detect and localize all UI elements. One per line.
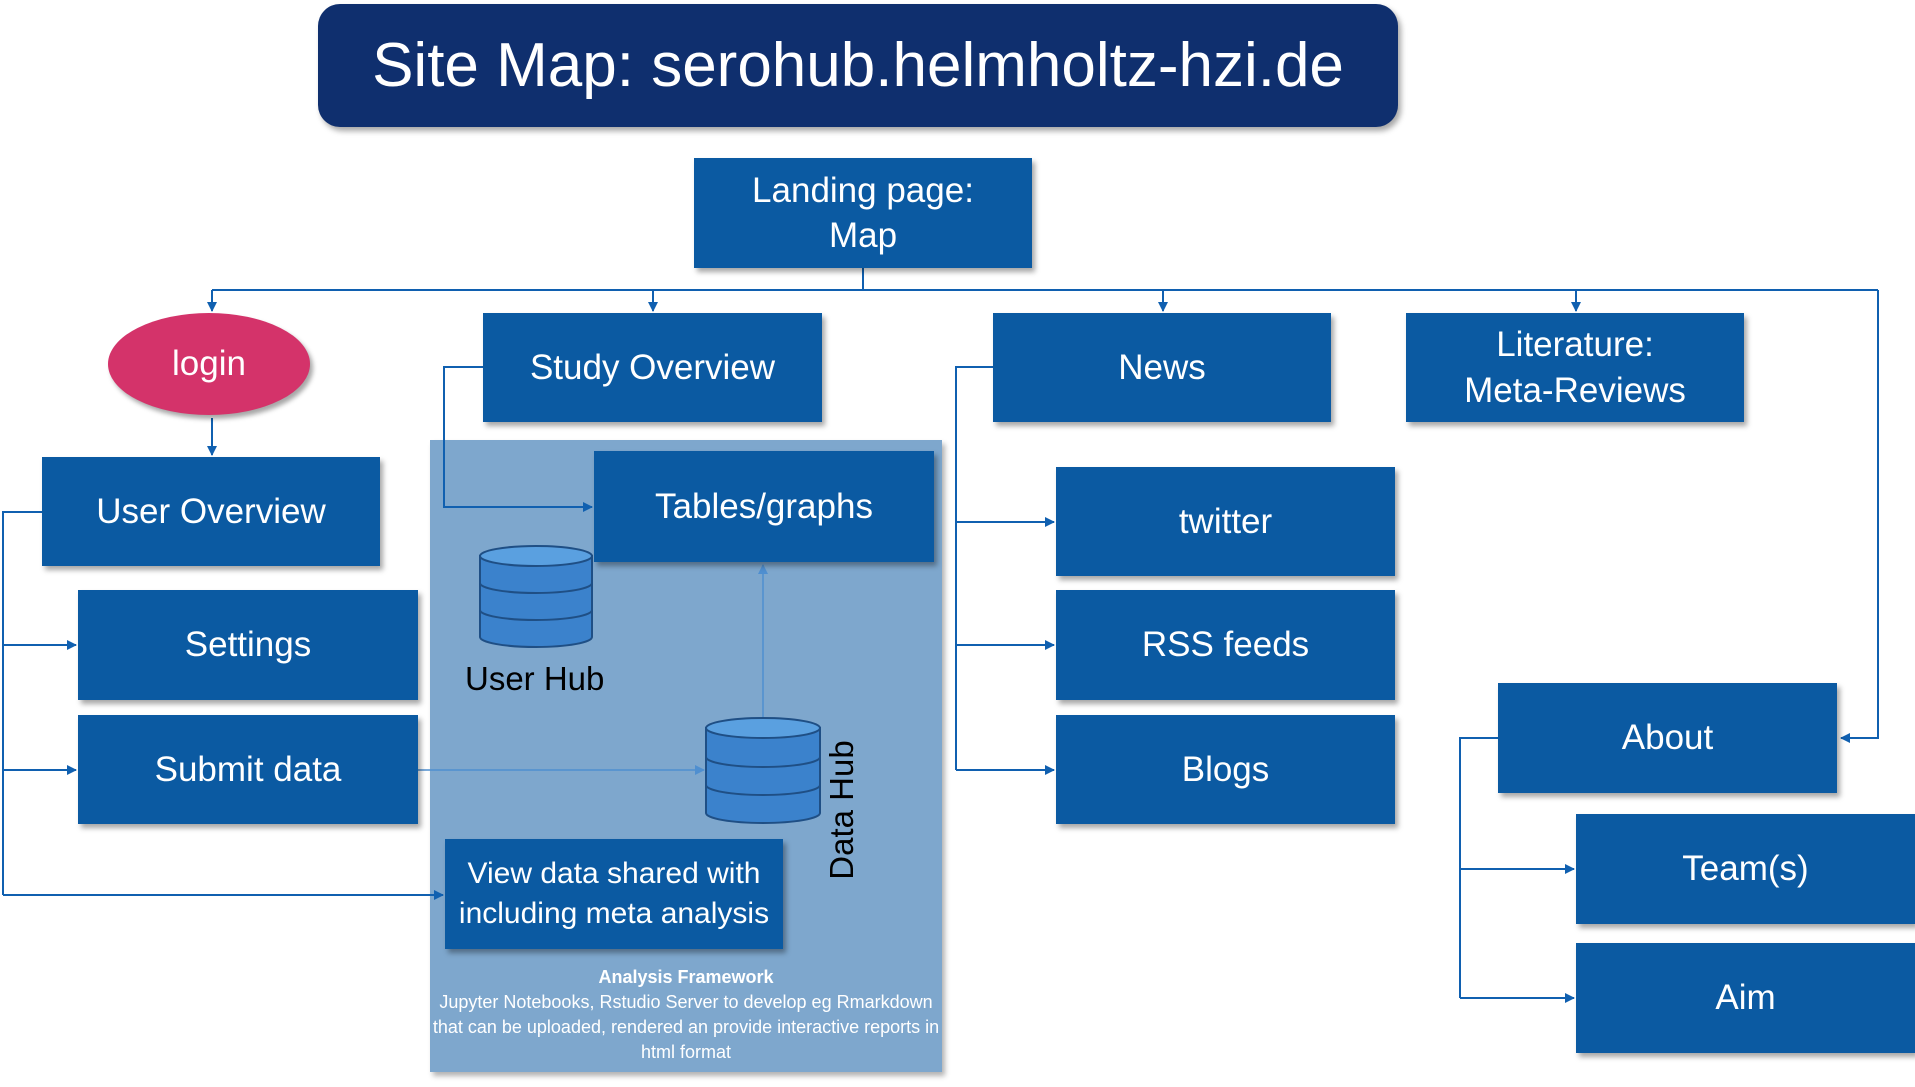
literature-label-line1: Literature: [1496,325,1654,364]
user-overview-label: User Overview [96,491,326,531]
submit-data-node: Submit data [78,715,418,824]
aim-label: Aim [1715,978,1776,1018]
user-hub-label: User Hub [465,660,605,697]
analysis-framework-description: Jupyter Notebooks, Rstudio Server to dev… [432,992,940,1062]
rss-feeds-label: RSS feeds [1141,625,1310,665]
settings-node: Settings [78,590,418,700]
user-overview-branch [2,511,42,895]
database-icon [479,545,593,648]
analysis-framework-text: Analysis Framework Jupyter Notebooks, Rs… [432,965,940,1065]
twitter-label: twitter [1178,501,1273,541]
study-overview-label: Study Overview [529,347,776,387]
site-map-title: Site Map: serohub.helmholtz-hzi.de [318,4,1398,127]
login-node: login [108,313,310,415]
landing-page-label-line2: Map [828,216,898,255]
news-label: News [1118,347,1206,387]
landing-page-label-line1: Landing page: [752,170,974,210]
data-hub-label-text: Data Hub [823,740,860,880]
arrow-study-to-tables [443,366,593,512]
view-data-label: View data shared with including meta ana… [458,857,770,930]
view-data-node: View data shared with including meta ana… [445,839,783,949]
rss-feeds-node: RSS feeds [1056,590,1395,700]
literature-node: Literature: Meta-Reviews [1406,313,1744,422]
about-node: About [1498,683,1837,793]
news-branch [955,366,993,770]
database-icon [705,717,821,824]
literature-label-line2: Meta-Reviews [1464,370,1686,410]
tables-graphs-node: Tables/graphs [594,451,934,562]
blogs-label: Blogs [1181,749,1270,789]
site-map-title-text: Site Map: serohub.helmholtz-hzi.de [372,31,1344,100]
blogs-node: Blogs [1056,715,1395,824]
twitter-node: twitter [1056,467,1395,576]
aim-node: Aim [1576,943,1915,1053]
landing-page-node: Landing page: Map [694,158,1032,268]
settings-label: Settings [184,625,312,665]
study-overview-node: Study Overview [483,313,822,422]
teams-node: Team(s) [1576,814,1915,924]
user-overview-node: User Overview [42,457,380,566]
arrow-to-about [1840,290,1879,743]
about-label: About [1621,718,1714,758]
login-label: login [172,344,246,383]
data-hub-label: Data Hub [818,740,866,879]
submit-data-label: Submit data [154,749,342,789]
news-node: News [993,313,1331,422]
about-branch [1459,737,1498,998]
tables-graphs-label: Tables/graphs [655,486,873,526]
teams-label: Team(s) [1682,849,1809,889]
analysis-framework-title: Analysis Framework [598,967,774,987]
